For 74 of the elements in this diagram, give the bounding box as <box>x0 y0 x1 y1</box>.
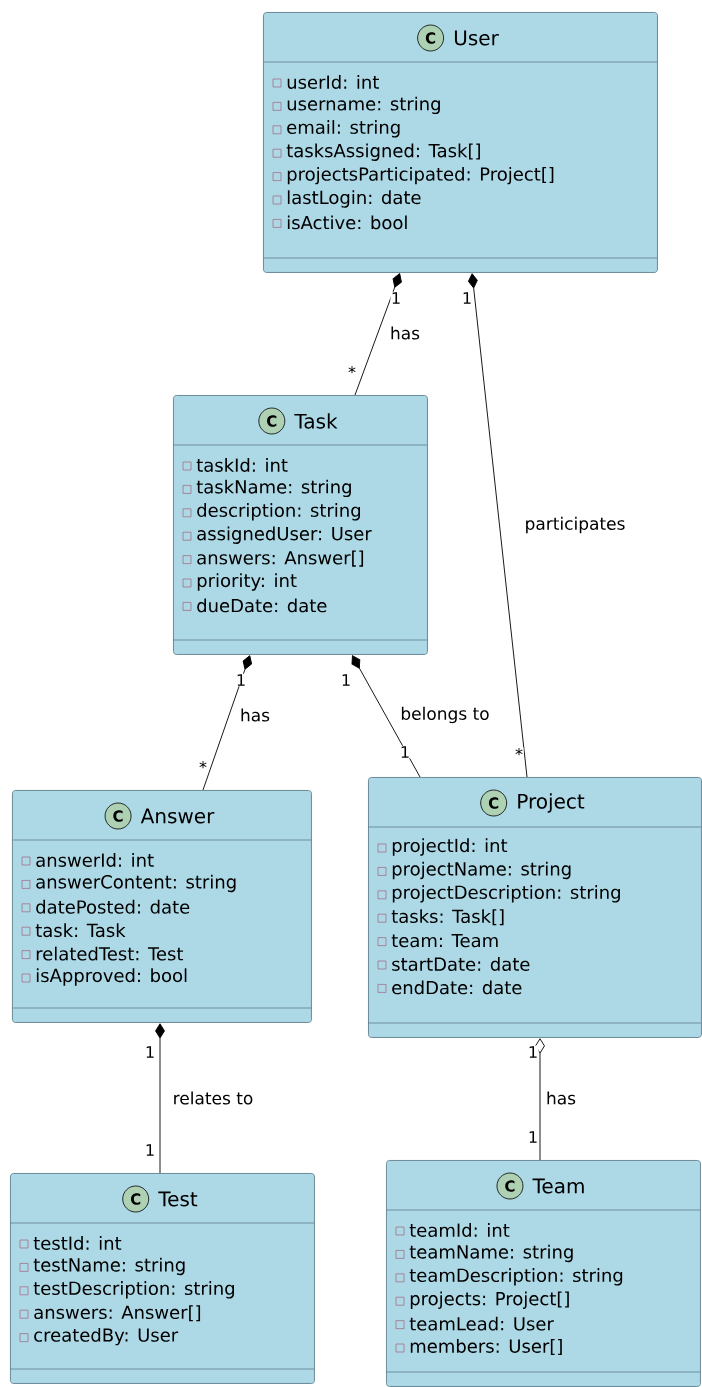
class-box <box>367 777 702 1038</box>
multiplicity-label: 1 <box>342 674 350 686</box>
edge-label: participates <box>526 516 625 534</box>
multiplicity-label: 1 <box>237 674 245 686</box>
attribute-text: dueDate: date <box>197 598 327 613</box>
attribute-text: answers: Answer[] <box>34 1305 201 1322</box>
class-name: User <box>454 30 499 46</box>
edge-label: has <box>241 708 270 722</box>
class-name: Task <box>294 413 338 429</box>
class-name: Project <box>518 793 585 813</box>
attribute-text: datePosted: date <box>36 899 190 914</box>
multiplicity-label: * <box>515 748 523 756</box>
attribute-text: priority: int <box>197 573 297 591</box>
class-name: Team <box>532 1178 584 1194</box>
attribute-text: members: User[] <box>410 1339 562 1356</box>
attribute-text: testName: string <box>33 1257 185 1276</box>
edge-label: has <box>391 326 420 340</box>
attribute-text: answerId: int <box>36 853 154 867</box>
multiplicity-label: 1 <box>392 292 400 304</box>
class-box <box>9 1173 315 1384</box>
attribute-text: teamLead: User <box>409 1316 554 1331</box>
association-line <box>351 655 421 778</box>
attribute-text: taskId: int <box>196 458 288 472</box>
class-name: Answer <box>140 808 215 824</box>
association-line <box>202 655 253 791</box>
multiplicity-label: * <box>199 761 207 769</box>
attribute-text: endDate: date <box>392 980 522 995</box>
attribute-text: lastLogin: date <box>287 190 421 208</box>
attribute-text: taskName: string <box>196 479 351 498</box>
multiplicity-label: 1 <box>146 1046 154 1058</box>
attribute-text: createdBy: User <box>34 1327 179 1346</box>
association-line <box>468 273 528 778</box>
attribute-text: tasksAssigned: Task[] <box>286 143 480 161</box>
association-line <box>354 273 402 396</box>
attribute-text: projectsParticipated: Project[] <box>287 166 554 185</box>
class-box <box>385 1160 701 1387</box>
attribute-text: team: Team <box>391 933 498 948</box>
attribute-text: projectId: int <box>392 838 508 856</box>
class-box <box>262 12 658 273</box>
multiplicity-label: 1 <box>463 292 471 304</box>
attribute-text: username: string <box>287 96 440 115</box>
multiplicity-label: 1 <box>401 746 409 758</box>
class-box <box>172 395 428 655</box>
attribute-text: teamDescription: string <box>409 1268 623 1286</box>
attribute-text: assignedUser: User <box>197 526 372 544</box>
attribute-text: relatedTest: Test <box>36 946 184 961</box>
attribute-text: projectDescription: string <box>392 885 620 903</box>
attribute-text: userId: int <box>287 75 379 89</box>
edge-label: belongs to <box>401 706 489 724</box>
attribute-text: teamId: int <box>409 1223 510 1237</box>
attribute-text: description: string <box>197 503 360 521</box>
attribute-text: teamName: string <box>409 1244 573 1263</box>
attribute-text: isApproved: bool <box>36 968 187 986</box>
attribute-text: startDate: date <box>392 957 530 971</box>
attribute-text: answerContent: string <box>36 874 236 893</box>
attribute-text: isActive: bool <box>287 215 407 230</box>
attribute-text: projectName: string <box>392 861 571 880</box>
attribute-text: answers: Answer[] <box>197 550 364 567</box>
edge-label: relates to <box>174 1091 253 1105</box>
attribute-text: projects: Project[] <box>410 1291 569 1309</box>
attribute-text: tasks: Task[] <box>391 909 504 926</box>
attribute-text: email: string <box>287 120 400 138</box>
attribute-text: task: Task <box>35 923 126 938</box>
association-line <box>155 1023 165 1174</box>
multiplicity-label: 1 <box>529 1046 537 1058</box>
multiplicity-label: 1 <box>529 1131 537 1143</box>
multiplicity-label: 1 <box>146 1144 154 1156</box>
association-line <box>535 1038 545 1161</box>
multiplicity-label: * <box>348 366 356 374</box>
attribute-text: testDescription: string <box>33 1281 234 1299</box>
edge-label: has <box>547 1091 576 1105</box>
attribute-text: testId: int <box>33 1236 122 1250</box>
class-name: Test <box>158 1191 198 1207</box>
class-box <box>11 790 312 1023</box>
